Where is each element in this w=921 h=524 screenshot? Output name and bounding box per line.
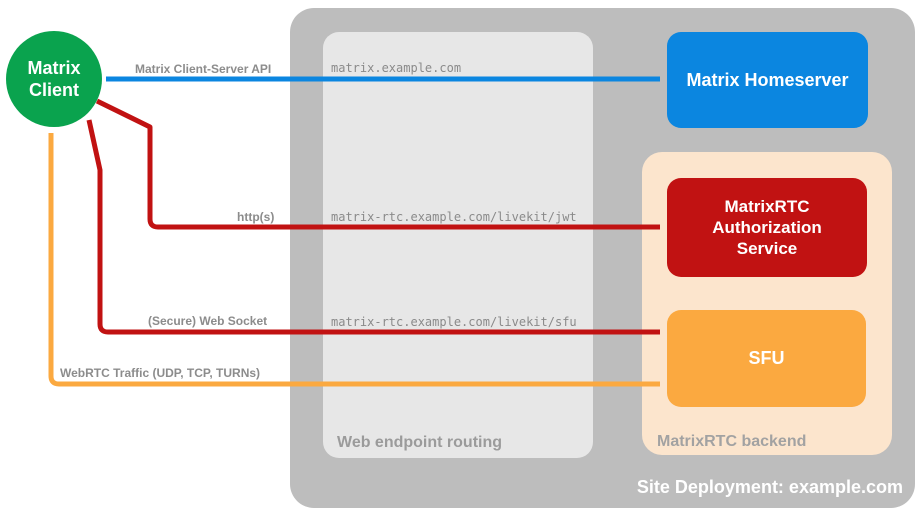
websocket-arrow-label: (Secure) Web Socket <box>148 314 268 328</box>
homeserver-endpoint-url: matrix.example.com <box>331 61 462 75</box>
webrtc-arrow-label: WebRTC Traffic (UDP, TCP, TURNs) <box>60 366 261 380</box>
sfu-endpoint-url: matrix-rtc.example.com/livekit/sfu <box>331 315 577 329</box>
site-deployment-label: Site Deployment: example.com <box>636 477 903 497</box>
matrixrtc-backend-label: MatrixRTC backend <box>657 433 807 450</box>
https-arrow-label: http(s) <box>237 210 275 224</box>
client-server-api-arrow-label: Matrix Client-Server API <box>135 62 272 76</box>
matrixrtc-auth-service-node: MatrixRTC Authorization Service <box>667 178 867 277</box>
web-endpoint-routing-container: Web endpoint routing <box>323 32 593 458</box>
matrix-client-node: Matrix Client <box>6 31 102 127</box>
web-endpoint-routing-label: Web endpoint routing <box>337 434 503 451</box>
sfu-node: SFU <box>667 310 866 407</box>
matrix-homeserver-node: Matrix Homeserver <box>667 32 868 128</box>
jwt-endpoint-url: matrix-rtc.example.com/livekit/jwt <box>331 210 577 224</box>
